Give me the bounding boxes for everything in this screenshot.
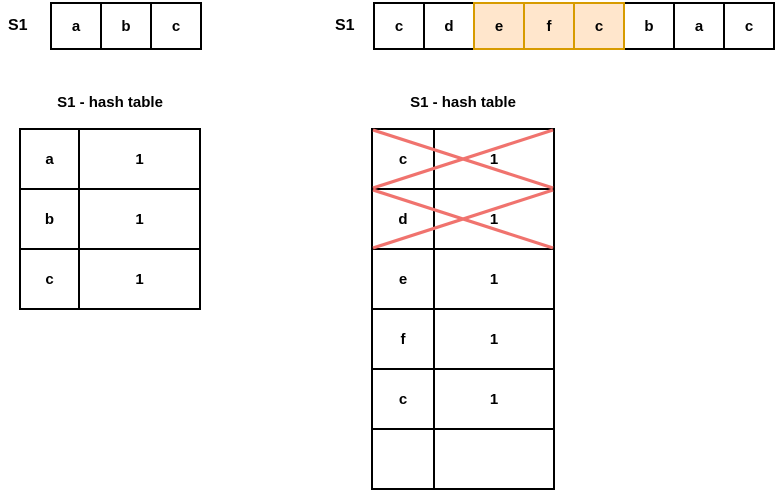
right-array-cell-7: c bbox=[723, 2, 775, 50]
right-hash-table-row-5-key bbox=[373, 430, 435, 488]
right-array-cell-0: c bbox=[373, 2, 425, 50]
left-hash-table-row-2-value: 1 bbox=[135, 270, 144, 288]
left-hash-table-title: S1 - hash table bbox=[57, 94, 163, 111]
right-array-cell-5: b bbox=[623, 2, 675, 50]
right-array-cell-2-highlighted: e bbox=[473, 2, 525, 50]
left-array-cell-0: a bbox=[50, 2, 102, 50]
right-hash-table-row-1-value: 1 bbox=[489, 210, 499, 228]
left-hash-table-row-1-value: 1 bbox=[135, 210, 144, 228]
left-hash-table-row-0-value: 1 bbox=[135, 150, 144, 168]
right-array-cell-1: d bbox=[423, 2, 475, 50]
left-array-cell-2: c bbox=[150, 2, 202, 50]
left-hash-table-row-2-key: c bbox=[21, 250, 80, 308]
right-hash-table-row-4-key: c bbox=[373, 370, 435, 428]
left-hash-table-row-0-key: a bbox=[21, 130, 80, 188]
right-array-cell-3-highlighted: f bbox=[523, 2, 575, 50]
right-hash-table-row-3-value: 1 bbox=[489, 330, 499, 348]
right-array-label: S1 bbox=[335, 17, 355, 34]
right-hash-table-row-2-value: 1 bbox=[489, 270, 499, 288]
right-hash-table-row-5-value bbox=[435, 430, 553, 488]
right-hash-table-row-3-key: f bbox=[373, 310, 435, 368]
right-hash-table-row-0-value: 1 bbox=[489, 150, 499, 168]
right-hash-table-title: S1 - hash table bbox=[410, 94, 516, 111]
right-hash-table-row-1-key: d bbox=[373, 190, 435, 248]
left-array-label: S1 bbox=[8, 17, 28, 34]
right-array-cell-6: a bbox=[673, 2, 725, 50]
right-hash-table-row-0-key: c bbox=[373, 130, 435, 188]
right-hash-table-row-4-value: 1 bbox=[489, 390, 499, 408]
right-hash-table-row-2-key: e bbox=[373, 250, 435, 308]
right-hash-table-row-5 bbox=[373, 430, 553, 488]
right-array-cell-4-highlighted: c bbox=[573, 2, 625, 50]
left-hash-table-row-1-key: b bbox=[21, 190, 80, 248]
left-array-cell-1: b bbox=[100, 2, 152, 50]
